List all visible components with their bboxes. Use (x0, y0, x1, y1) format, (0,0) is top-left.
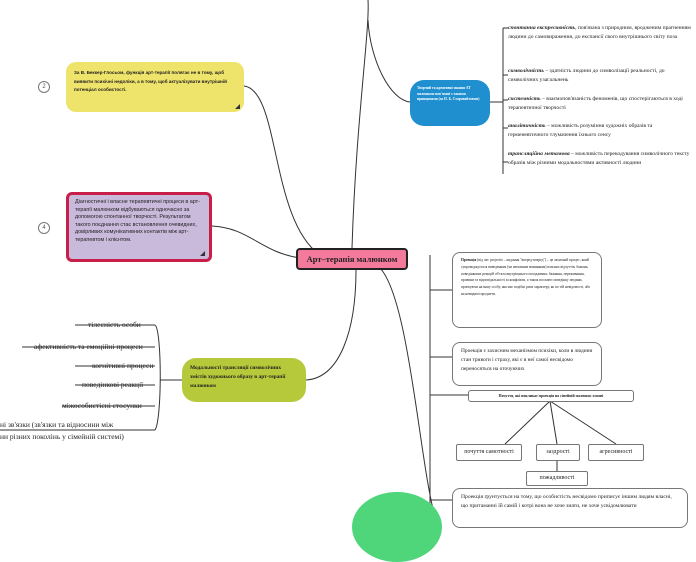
feeling-label: почуття самотності (464, 449, 514, 455)
modality-item[interactable]: афективність та емоційні процеси (34, 342, 143, 351)
projection-text: (від лат. projectio – кидання "вперед-вп… (461, 258, 591, 296)
feelings-topic[interactable]: Почуття, які викликає проекція на сімейн… (468, 390, 634, 402)
yellow-note-text: За В. Беккер-Глосьом, функція арт-терапі… (74, 70, 227, 93)
connector-lines (0, 0, 617, 520)
modality-item[interactable]: міжособистісні стосунки (62, 401, 142, 410)
principle-desc: – взаємопов'язаність феноменів, що спост… (508, 96, 683, 111)
projection-definition[interactable]: Проекція (від лат. projectio – кидання "… (452, 252, 602, 328)
modality-item[interactable]: ні зв'язки (зв'язки та відносини між (0, 420, 114, 429)
principle-symbolic[interactable]: символічність – здатність людини до симв… (508, 67, 694, 89)
modality-item[interactable]: тілесність особи (88, 320, 141, 329)
modality-item[interactable]: поведінкові реакції (82, 380, 144, 389)
principle-analytic[interactable]: аналітичність – можливість розуміння худ… (508, 122, 694, 144)
principle-term: трансляційна метамова (508, 151, 570, 157)
projection-title: Проекція (461, 258, 477, 262)
expand-corner-icon[interactable] (200, 251, 205, 256)
modalities-topic[interactable]: Модальності трансляції символічних зміст… (182, 358, 306, 402)
principle-term: аналітичність (508, 123, 546, 129)
projection-defense[interactable]: Проекція є захисним механізмом психіки, … (452, 342, 602, 386)
principles-topic-text: Творчий та креативні знання AT малюнком … (417, 86, 480, 102)
feeling-label: заздрості (546, 449, 570, 455)
purple-note[interactable]: Діагностичні і власне терапевтичні проце… (66, 192, 212, 262)
principle-term: системність (508, 96, 541, 102)
feeling-loneliness[interactable]: почуття самотності (456, 444, 522, 461)
principle-term: спонтанна експресивність (508, 25, 576, 31)
principle-metalanguage[interactable]: трансляційна метамова – можливість перек… (508, 150, 694, 180)
principle-systemic[interactable]: системність – взаємопов'язаність феномен… (508, 95, 694, 117)
central-topic-label: Арт–терапія малюнком (306, 254, 398, 264)
projection-basis-text: Проекція ґрунтується на тому, що особист… (461, 494, 672, 509)
purple-note-text: Діагностичні і власне терапевтичні проце… (75, 199, 200, 243)
principle-term: символічність (508, 68, 544, 74)
central-topic[interactable]: Арт–терапія малюнком (296, 248, 408, 270)
feelings-topic-title: Почуття, які викликає проекція на сімейн… (498, 394, 604, 398)
projection-defense-text: Проекція є захисним механізмом психіки, … (461, 348, 593, 372)
modality-item[interactable]: когнітивні процеси (92, 361, 154, 370)
yellow-note[interactable]: За В. Беккер-Глосьом, функція арт-терапі… (66, 62, 244, 112)
principle-desc: – можливість перекодування символічного … (508, 151, 690, 166)
projection-basis[interactable]: Проекція ґрунтується на тому, що особист… (452, 488, 688, 528)
principle-desc: – здатність людини до символізації реаль… (508, 68, 665, 83)
modalities-topic-text: Модальності трансляції символічних зміст… (190, 365, 286, 389)
note-number-badge: 4 (38, 222, 50, 234)
note-number-badge: 2 (38, 81, 50, 93)
feeling-greed[interactable]: пожадливості (526, 471, 588, 486)
feeling-label: пожадливості (539, 475, 575, 481)
principle-desc: – можливість розуміння художніх образів … (508, 123, 653, 138)
green-topic-node[interactable] (352, 492, 442, 562)
expand-corner-icon[interactable] (235, 104, 240, 109)
principle-desc: , пов'язана з природним, вродженим прагн… (508, 25, 691, 40)
principle-spontaneous[interactable]: спонтанна експресивність, пов'язана з пр… (508, 24, 694, 64)
feeling-envy[interactable]: заздрості (536, 444, 580, 461)
modality-item[interactable]: ни різних поколінь у сімейній системі) (0, 432, 124, 441)
principles-topic[interactable]: Творчий та креативні знання AT малюнком … (410, 80, 490, 126)
feeling-label: агресивності (599, 449, 633, 455)
feeling-aggression[interactable]: агресивності (588, 444, 644, 461)
